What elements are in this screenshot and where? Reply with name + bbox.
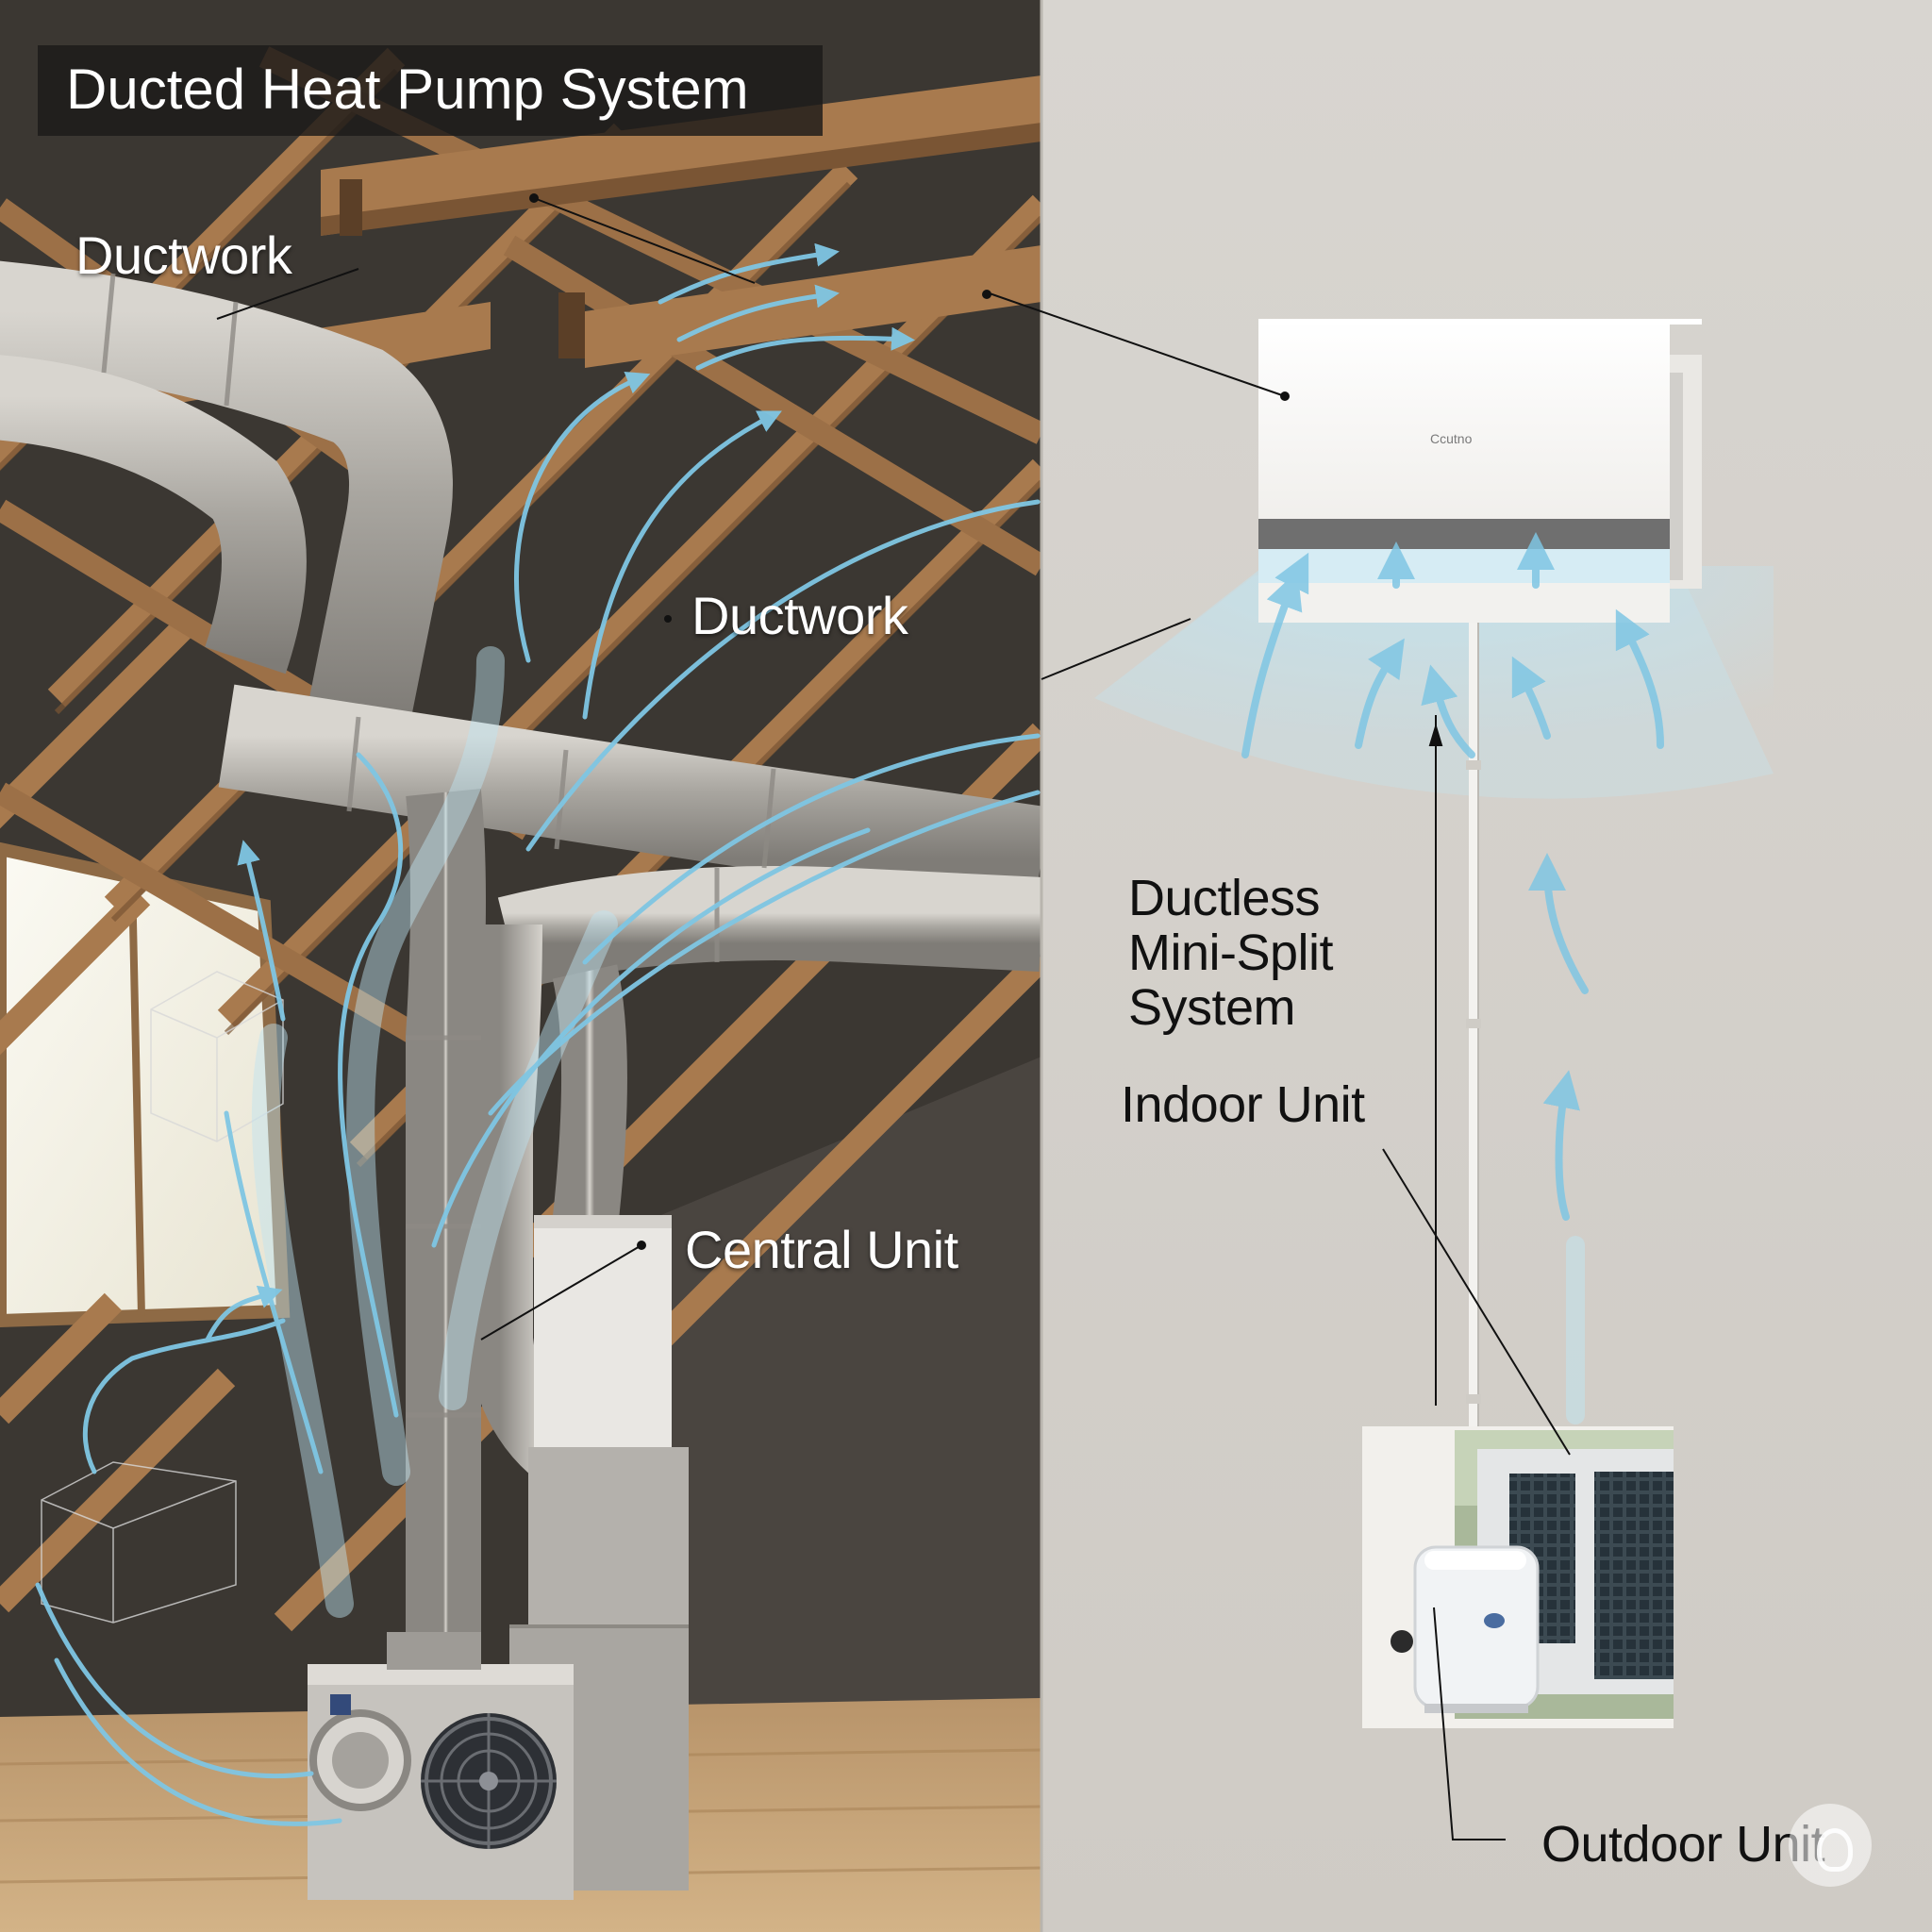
label-ductwork-upper: Ductwork: [75, 225, 292, 285]
label-ductwork-middle: Ductwork: [691, 586, 908, 645]
wall-scene: [1040, 0, 1932, 1932]
indoor-unit-brand: Ccutno: [1430, 431, 1473, 446]
label-central-unit: Central Unit: [685, 1220, 958, 1279]
label-outdoor-unit: Outdoor Unit: [1541, 1816, 1825, 1873]
title-background: [38, 45, 823, 136]
watermark-icon: [1789, 1804, 1872, 1887]
central-unit: [308, 1215, 689, 1900]
airflow-arrows-ducted: [35, 242, 1041, 1826]
diagram-title: Ducted Heat Pump System: [66, 58, 749, 121]
fan-icon: [421, 1713, 557, 1849]
outdoor-unit: [1362, 1426, 1674, 1728]
airflow-arrows-ductless: [1241, 532, 1664, 1424]
indoor-unit: [1258, 319, 1702, 623]
wireframe-boxes: [41, 971, 284, 1624]
label-ductless-line2: Mini-Split: [1128, 924, 1334, 981]
label-indoor-unit: Indoor Unit: [1121, 1076, 1365, 1133]
leader-lines: [216, 197, 1571, 1840]
label-ductless-mini-split: Ductless Mini-Split System: [1128, 870, 1334, 1036]
label-ductless-line1: Ductless: [1128, 870, 1321, 926]
attic-scene: [0, 0, 1051, 1932]
leader-dot-icon: [529, 193, 1290, 1250]
label-ductless-line3: System: [1128, 979, 1296, 1036]
